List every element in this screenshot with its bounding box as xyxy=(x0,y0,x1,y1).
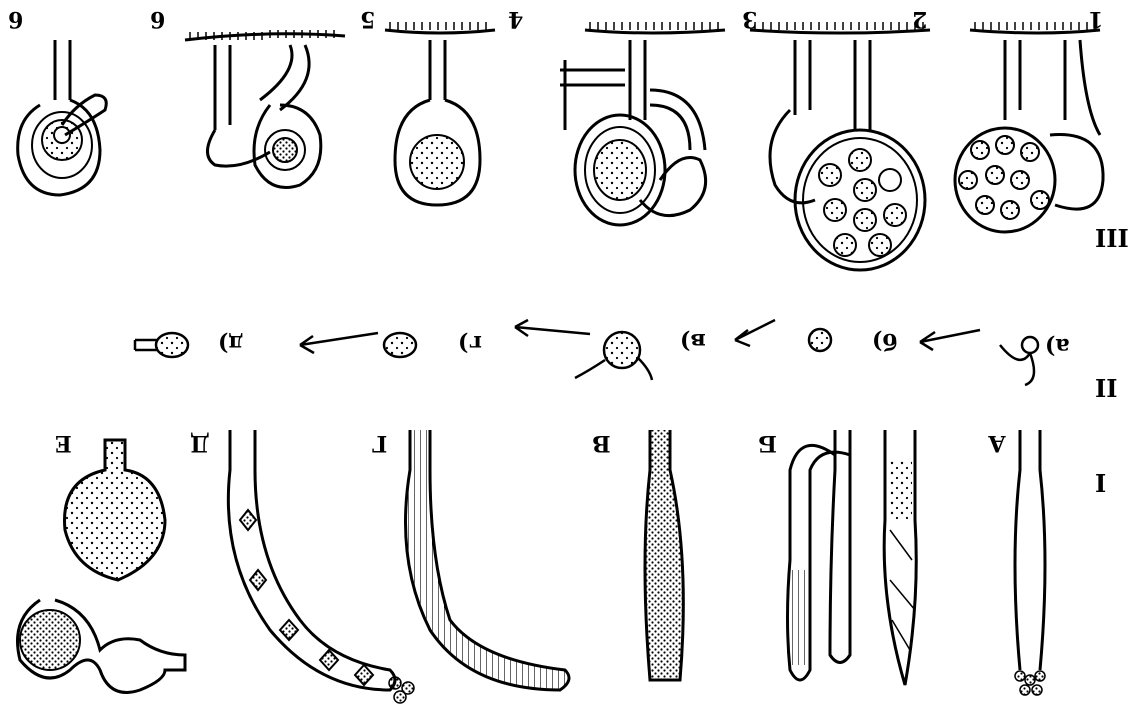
number-5: 5 xyxy=(360,8,375,30)
number-4: 4 xyxy=(508,8,523,30)
roman-III: III xyxy=(1095,225,1129,249)
stalk-3a xyxy=(630,40,645,120)
row-III-drawings xyxy=(18,22,1103,270)
struct-D xyxy=(228,430,395,690)
struct-A xyxy=(1015,430,1045,670)
struct-G xyxy=(406,430,570,690)
number-6-left: 6 xyxy=(8,8,23,30)
letter-D: Д xyxy=(190,432,210,454)
stage-label-v: в) xyxy=(680,330,706,352)
stage-label-a: а) xyxy=(1045,335,1070,357)
number-2: 2 xyxy=(912,8,927,30)
letter-E: Е xyxy=(55,432,72,454)
arrow-3 xyxy=(515,320,590,336)
letter-A: А xyxy=(988,432,1006,454)
arrow-1 xyxy=(920,330,980,350)
hypha-top-3 xyxy=(585,30,725,33)
antheridium-3 xyxy=(640,158,706,216)
stalk-2b xyxy=(855,40,870,130)
stage-d xyxy=(156,333,188,357)
stage-label-b: б) xyxy=(872,330,897,352)
stalk-3b xyxy=(560,60,625,130)
letter-V: В xyxy=(592,432,611,454)
struct-V xyxy=(645,430,683,680)
row-I-drawings xyxy=(18,430,1046,703)
stalk-6 xyxy=(55,40,70,100)
struct-B2 xyxy=(830,430,850,663)
struct-E xyxy=(65,440,166,580)
antheridium-1 xyxy=(1050,135,1103,210)
hypha-top-1 xyxy=(970,30,1100,33)
oospores-2 xyxy=(819,149,906,256)
number-3: 3 xyxy=(742,8,757,30)
stalk-5b xyxy=(260,45,309,110)
number-6: 6 xyxy=(150,8,165,30)
stalk-2a xyxy=(795,40,810,115)
arrow-4 xyxy=(300,333,378,353)
stalk-1a xyxy=(1005,40,1020,120)
hypha-top-4 xyxy=(385,30,495,33)
antheridium-5 xyxy=(208,130,271,166)
letter-G: Г xyxy=(372,432,387,454)
stage-v xyxy=(604,332,640,368)
letter-B: Б xyxy=(758,432,777,454)
stage-a xyxy=(1022,337,1038,353)
stalk-5a xyxy=(215,45,230,130)
stalk-1b xyxy=(1065,40,1100,135)
stage-b xyxy=(809,329,831,351)
number-1: 1 xyxy=(1088,8,1103,30)
roman-I: I xyxy=(1095,470,1106,494)
hypha-ticks xyxy=(190,22,1095,40)
arrow-2 xyxy=(735,320,775,346)
stage-label-g: г) xyxy=(458,332,482,354)
oospheres-1 xyxy=(959,136,1049,219)
stalk-4 xyxy=(430,40,445,100)
row-II-drawings xyxy=(135,320,1038,385)
roman-II: II xyxy=(1095,375,1117,399)
hypha-top-2 xyxy=(750,30,930,33)
stage-g xyxy=(384,333,416,357)
struct-A-knob xyxy=(1015,671,1045,695)
hypha-top-5 xyxy=(185,34,345,40)
stage-label-d: д) xyxy=(218,332,243,354)
struct-D-knob xyxy=(389,677,414,703)
